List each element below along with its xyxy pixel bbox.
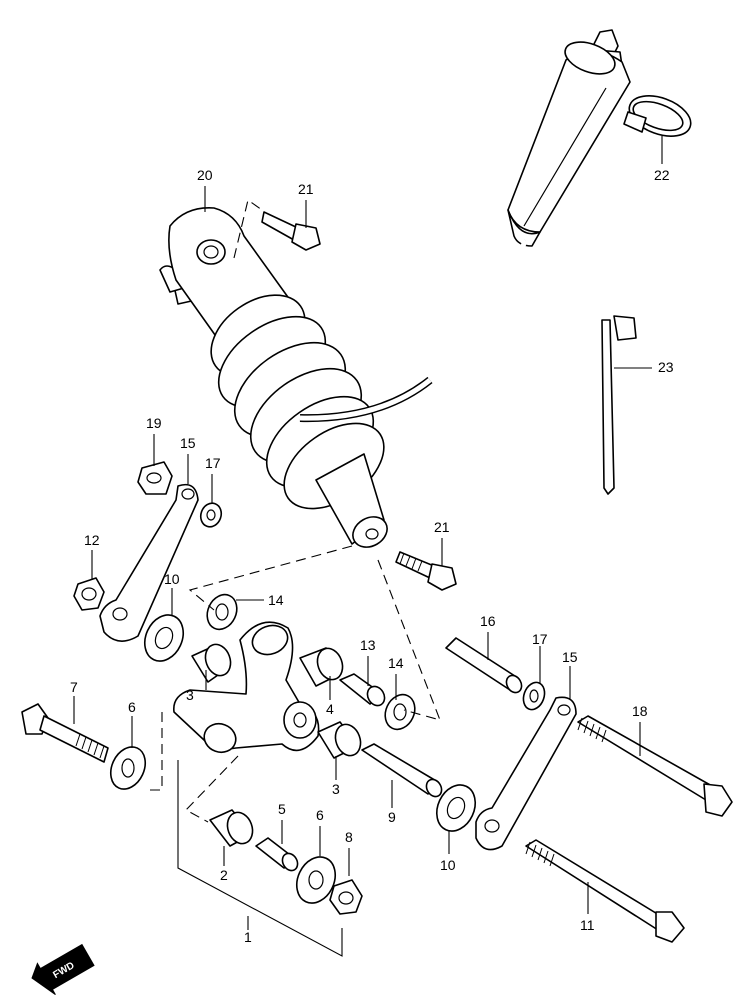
bushing-2: [209, 809, 254, 847]
label-20: 20: [197, 167, 213, 183]
link-15-left: [99, 483, 199, 642]
label-6-left: 6: [128, 699, 136, 715]
nut-19: [137, 461, 173, 495]
spacer-13: [339, 673, 386, 707]
shock-absorber: [168, 207, 433, 548]
cushion-lever: [173, 621, 320, 754]
label-11: 11: [580, 917, 595, 933]
label-21-upper: 21: [298, 181, 314, 197]
label-17-right: 17: [532, 631, 548, 647]
washer-6-lower: [295, 856, 337, 904]
shock-reservoir: [507, 29, 631, 247]
link-15-right: [475, 696, 577, 851]
label-7: 7: [70, 679, 78, 695]
bolt-lower: [395, 551, 457, 591]
label-17-left: 17: [205, 455, 221, 471]
label-3-upper: 3: [186, 687, 194, 703]
bushing-3-lower: [317, 721, 362, 759]
fwd-arrow-icon: FWD: [31, 943, 95, 995]
assembly-bracket: [177, 760, 343, 957]
spacer-9: [361, 743, 443, 798]
washer-10-left: [143, 614, 185, 662]
bolt-7: [21, 703, 109, 763]
washer-17-left: [199, 502, 223, 528]
bushing-3-upper: [191, 643, 232, 683]
label-18: 18: [632, 703, 648, 719]
label-8: 8: [345, 829, 353, 845]
label-10-right: 10: [440, 857, 456, 873]
nut-12: [73, 577, 105, 611]
label-21-lower: 21: [434, 519, 450, 535]
spacer-16: [445, 637, 523, 694]
label-3-lower: 3: [332, 781, 340, 797]
label-14-right: 14: [388, 655, 404, 671]
label-19: 19: [146, 415, 162, 431]
label-9: 9: [388, 809, 396, 825]
label-15-left: 15: [180, 435, 196, 451]
nut-8: [329, 879, 363, 915]
bolt-18: [577, 715, 733, 817]
spacer-5: [255, 837, 299, 872]
bolt-11: [525, 839, 685, 943]
washer-14-top: [206, 593, 238, 631]
part-labels: 20 21 22 23 19 15 17 12 21 10 14 3 4 13 …: [70, 167, 674, 945]
hose-clamp: [623, 95, 692, 137]
label-22: 22: [654, 167, 670, 183]
label-15-right: 15: [562, 649, 578, 665]
assembly-lines: [148, 199, 441, 823]
bolt-upper: [261, 211, 321, 251]
tie-strap: [601, 315, 637, 495]
washer-17-right: [522, 681, 546, 711]
label-4: 4: [326, 701, 334, 717]
label-13: 13: [360, 637, 376, 653]
label-1: 1: [244, 929, 252, 945]
washer-6-left: [109, 746, 147, 790]
label-10-left: 10: [164, 571, 180, 587]
label-16: 16: [480, 613, 496, 629]
label-6-lower: 6: [316, 807, 324, 823]
washer-14-right: [384, 693, 416, 731]
label-2: 2: [220, 867, 228, 883]
label-5: 5: [278, 801, 286, 817]
leader-lines: [73, 136, 663, 914]
label-12: 12: [84, 532, 100, 548]
label-23: 23: [658, 359, 674, 375]
washer-10-right: [435, 784, 477, 832]
label-14-top: 14: [268, 592, 284, 608]
